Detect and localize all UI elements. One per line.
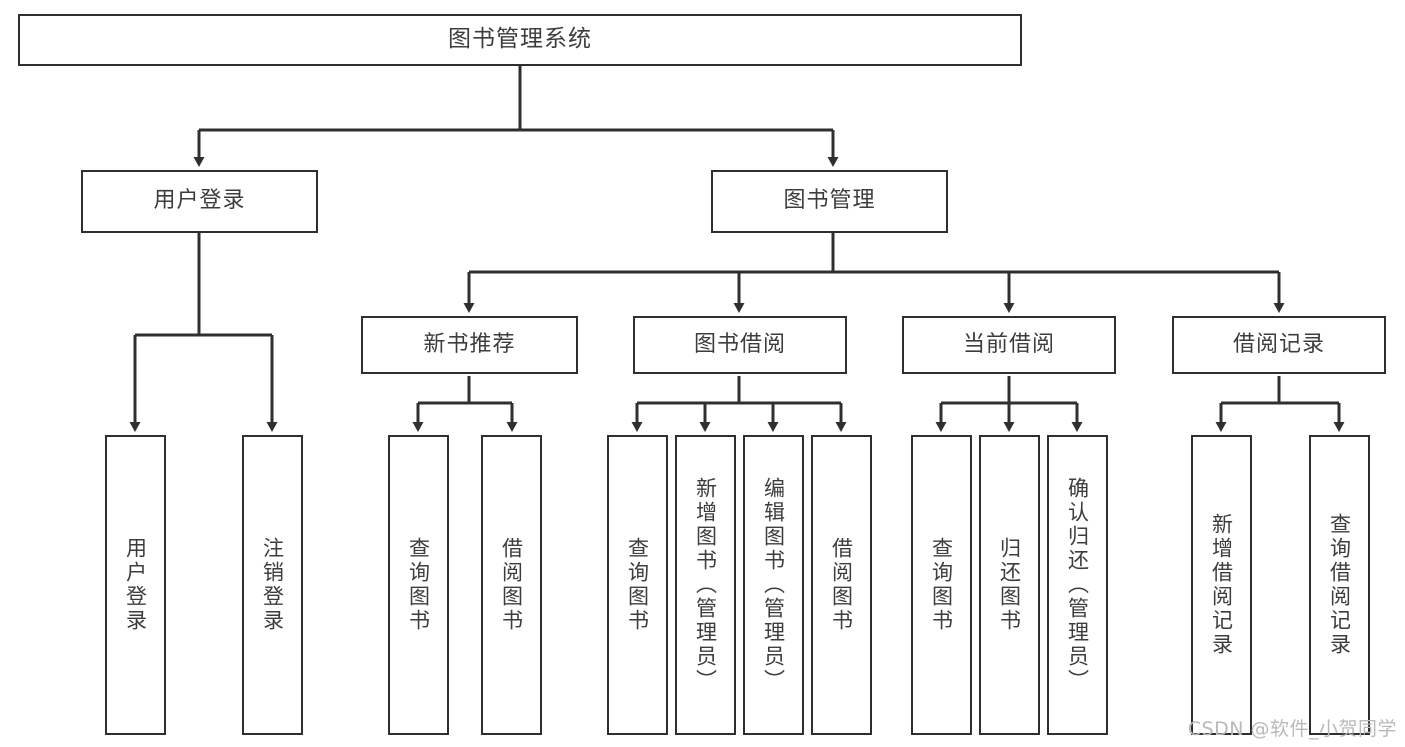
leaf-label: 查询图书 bbox=[625, 537, 650, 633]
leaf-label: 查询图书 bbox=[929, 537, 954, 633]
node-current-borrow[interactable]: 当前借阅 bbox=[902, 316, 1116, 374]
leaf-label: 用户登录 bbox=[123, 537, 148, 633]
leaf-borrow-edit-book-admin[interactable]: 编辑图书（管理员） bbox=[743, 435, 804, 735]
node-book-borrow[interactable]: 图书借阅 bbox=[633, 316, 847, 374]
leaf-label: 借阅图书 bbox=[829, 537, 854, 633]
node-borrow-record[interactable]: 借阅记录 bbox=[1172, 316, 1386, 374]
leaf-user-login-signout[interactable]: 注销登录 bbox=[242, 435, 303, 735]
leaf-label: 注销登录 bbox=[260, 537, 285, 633]
node-user-login[interactable]: 用户登录 bbox=[81, 170, 318, 233]
leaf-record-add-record[interactable]: 新增借阅记录 bbox=[1191, 435, 1252, 735]
leaf-label: 新增图书（管理员） bbox=[693, 477, 718, 693]
leaf-label: 确认归还（管理员） bbox=[1065, 477, 1090, 693]
csdn-watermark: CSDN @软件_小贺同学 bbox=[1187, 718, 1397, 740]
leaf-label: 归还图书 bbox=[997, 537, 1022, 633]
leaf-user-login-signin[interactable]: 用户登录 bbox=[105, 435, 166, 735]
leaf-new-book-query[interactable]: 查询图书 bbox=[388, 435, 449, 735]
node-root-system[interactable]: 图书管理系统 bbox=[18, 14, 1022, 66]
leaf-label: 查询借阅记录 bbox=[1327, 513, 1352, 657]
leaf-borrow-borrow-book[interactable]: 借阅图书 bbox=[811, 435, 872, 735]
leaf-label: 新增借阅记录 bbox=[1209, 513, 1234, 657]
leaf-current-return-book[interactable]: 归还图书 bbox=[979, 435, 1040, 735]
leaf-label: 编辑图书（管理员） bbox=[761, 477, 786, 693]
leaf-current-query-book[interactable]: 查询图书 bbox=[911, 435, 972, 735]
node-new-book-recommend[interactable]: 新书推荐 bbox=[361, 316, 578, 374]
leaf-new-book-borrow[interactable]: 借阅图书 bbox=[481, 435, 542, 735]
leaf-label: 借阅图书 bbox=[499, 537, 524, 633]
leaf-borrow-query-book[interactable]: 查询图书 bbox=[607, 435, 668, 735]
leaf-borrow-add-book-admin[interactable]: 新增图书（管理员） bbox=[675, 435, 736, 735]
leaf-current-confirm-return-admin[interactable]: 确认归还（管理员） bbox=[1047, 435, 1108, 735]
node-book-management[interactable]: 图书管理 bbox=[711, 170, 948, 233]
leaf-label: 查询图书 bbox=[406, 537, 431, 633]
leaf-record-query-record[interactable]: 查询借阅记录 bbox=[1309, 435, 1370, 735]
